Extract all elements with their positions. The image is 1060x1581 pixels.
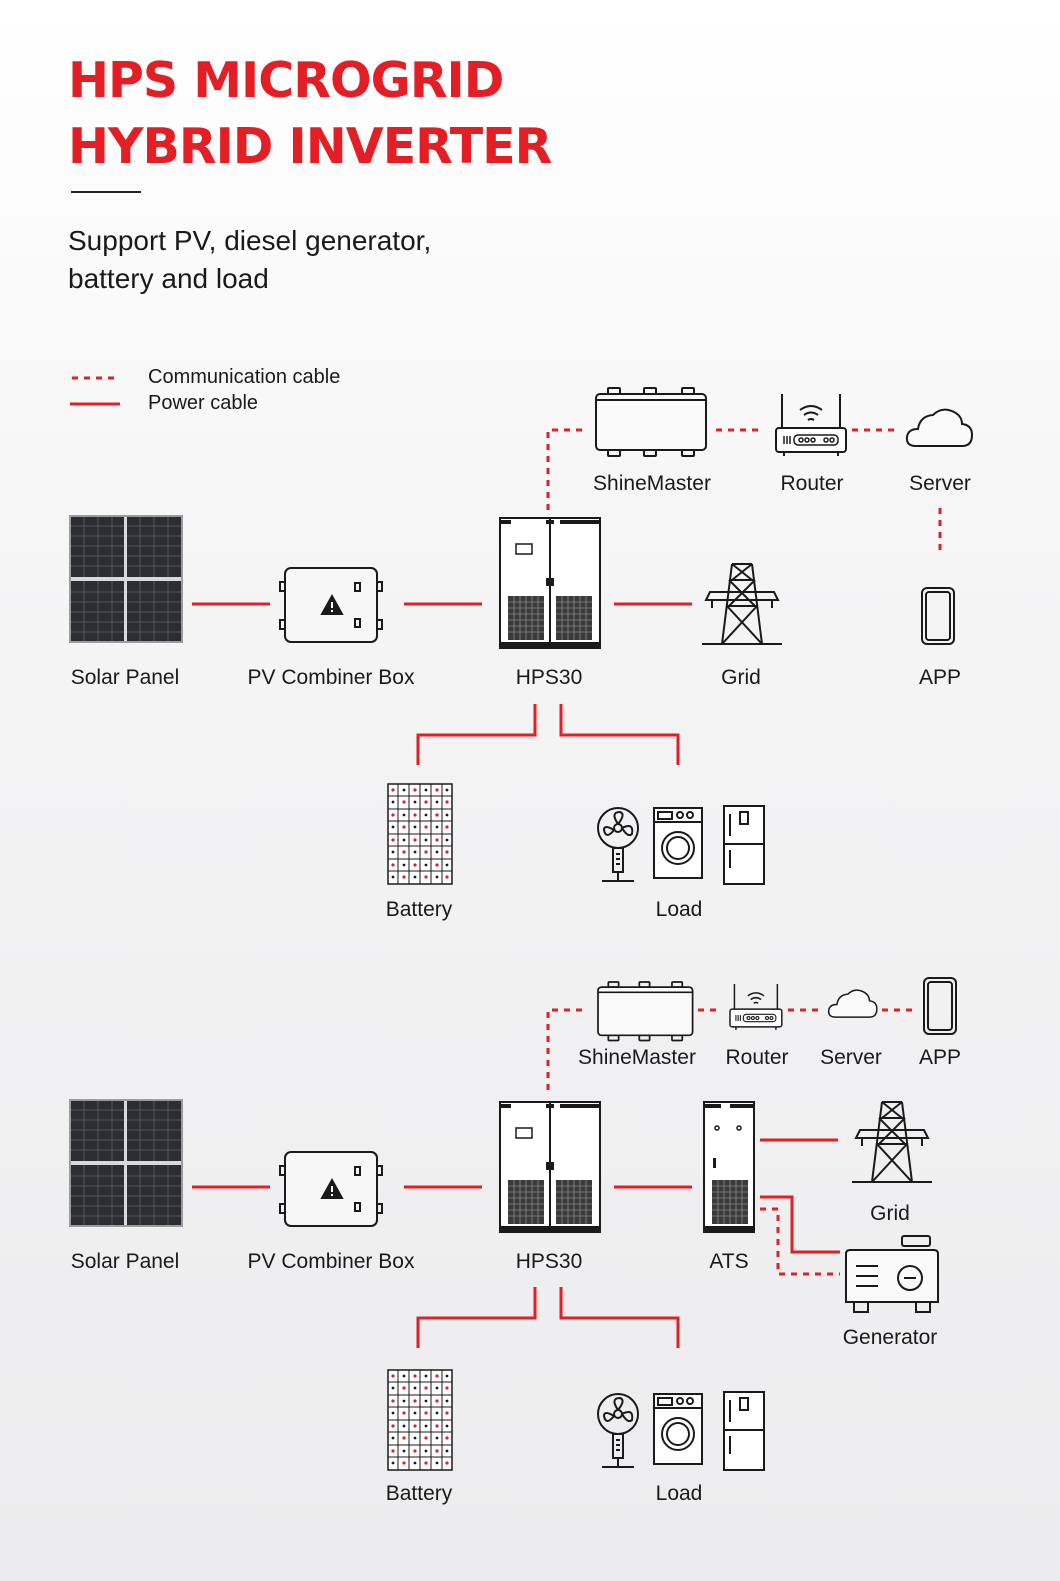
router-icon bbox=[775, 393, 847, 457]
generator-label: Generator bbox=[842, 1326, 938, 1349]
ats-label: ATS bbox=[709, 1250, 749, 1273]
diagram-1-communication-cables bbox=[546, 428, 942, 552]
load-appliances-icon bbox=[597, 1391, 765, 1471]
pv-combiner-box-label: PV Combiner Box bbox=[247, 666, 415, 689]
diagram-2-power-cables bbox=[192, 1138, 840, 1348]
hps30-label: HPS30 bbox=[515, 666, 583, 689]
shinemaster-label: ShineMaster bbox=[593, 472, 711, 495]
app-label: APP bbox=[918, 666, 962, 689]
load-label: Load bbox=[655, 1482, 703, 1505]
title-line-1: HPS MICROGRID bbox=[68, 52, 504, 109]
app-phone-icon bbox=[923, 977, 957, 1035]
router-label: Router bbox=[725, 1046, 789, 1069]
grid-tower-icon bbox=[701, 563, 783, 645]
battery-icon bbox=[387, 783, 453, 885]
grid-label: Grid bbox=[721, 666, 761, 689]
generator-icon bbox=[845, 1235, 939, 1313]
legend bbox=[70, 376, 120, 406]
title-divider bbox=[71, 191, 141, 193]
title-line-2: HYBRID INVERTER bbox=[68, 118, 552, 175]
pv-combiner-box-label: PV Combiner Box bbox=[247, 1250, 415, 1273]
battery-label: Battery bbox=[385, 1482, 453, 1505]
load-appliances-icon bbox=[597, 805, 765, 885]
pv-combiner-box-icon bbox=[279, 1151, 383, 1227]
server-label: Server bbox=[820, 1046, 882, 1069]
server-cloud-icon bbox=[827, 989, 878, 1018]
hps30-inverter-icon bbox=[499, 1101, 601, 1233]
diagram-1 bbox=[69, 387, 973, 885]
diagram-1-power-cables bbox=[192, 602, 692, 765]
page-title: HPS MICROGRID HYBRID INVERTER bbox=[68, 48, 552, 180]
load-label: Load bbox=[655, 898, 703, 921]
app-phone-icon bbox=[921, 587, 955, 645]
battery-label: Battery bbox=[385, 898, 453, 921]
server-label: Server bbox=[909, 472, 971, 495]
subtitle-line-2: battery and load bbox=[68, 263, 269, 294]
hps30-inverter-icon bbox=[499, 517, 601, 649]
shinemaster-label: ShineMaster bbox=[578, 1046, 696, 1069]
ats-cabinet-icon bbox=[703, 1101, 755, 1233]
subtitle: Support PV, diesel generator, battery an… bbox=[68, 222, 668, 298]
hps30-label: HPS30 bbox=[515, 1250, 583, 1273]
solar-panel-icon bbox=[69, 515, 183, 643]
shinemaster-icon bbox=[595, 387, 707, 457]
legend-communication-label: Communication cable bbox=[148, 366, 341, 388]
grid-label: Grid bbox=[870, 1202, 910, 1225]
battery-icon bbox=[387, 1369, 453, 1471]
grid-tower-icon bbox=[851, 1101, 933, 1183]
legend-power-label: Power cable bbox=[148, 392, 259, 414]
server-cloud-icon bbox=[905, 408, 973, 447]
solar-panel-icon bbox=[69, 1099, 183, 1227]
solar-panel-label: Solar Panel bbox=[70, 1250, 180, 1273]
shinemaster-icon bbox=[597, 981, 694, 1042]
router-icon bbox=[729, 983, 783, 1031]
app-label: APP bbox=[918, 1046, 962, 1069]
solar-panel-label: Solar Panel bbox=[70, 666, 180, 689]
router-label: Router bbox=[780, 472, 844, 495]
subtitle-line-1: Support PV, diesel generator, bbox=[68, 225, 432, 256]
diagram-2 bbox=[69, 977, 957, 1471]
pv-combiner-box-icon bbox=[279, 567, 383, 643]
